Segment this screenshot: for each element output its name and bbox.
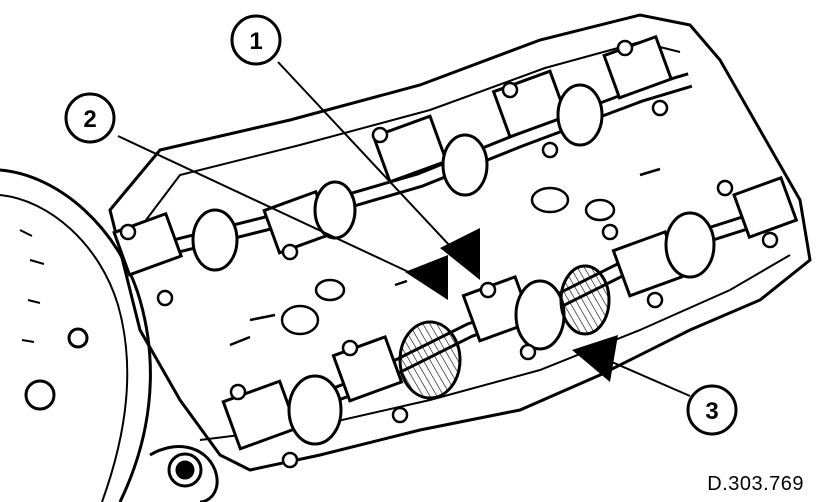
leader-line-2 <box>117 135 431 283</box>
leader-line-1 <box>277 61 466 263</box>
callout-3: 3 <box>686 384 738 436</box>
drawing-reference-code: D.303.769 <box>707 473 804 495</box>
head-ports <box>229 167 661 347</box>
arrow-marker-3 <box>572 335 618 382</box>
callout-1: 1 <box>230 14 282 66</box>
callout-2-label: 2 <box>83 106 96 133</box>
arrow-marker-1 <box>440 228 480 280</box>
leader-lines <box>117 61 691 397</box>
upper-camshaft <box>112 34 693 307</box>
marker-arrows <box>405 228 618 382</box>
arrow-marker-2 <box>405 255 448 300</box>
timing-gear-housing <box>0 168 219 502</box>
callout-1-label: 1 <box>249 28 262 55</box>
leader-line-3 <box>597 355 691 397</box>
lower-camshaft <box>221 175 799 469</box>
callout-2: 2 <box>64 92 116 144</box>
callout-3-label: 3 <box>705 398 718 425</box>
